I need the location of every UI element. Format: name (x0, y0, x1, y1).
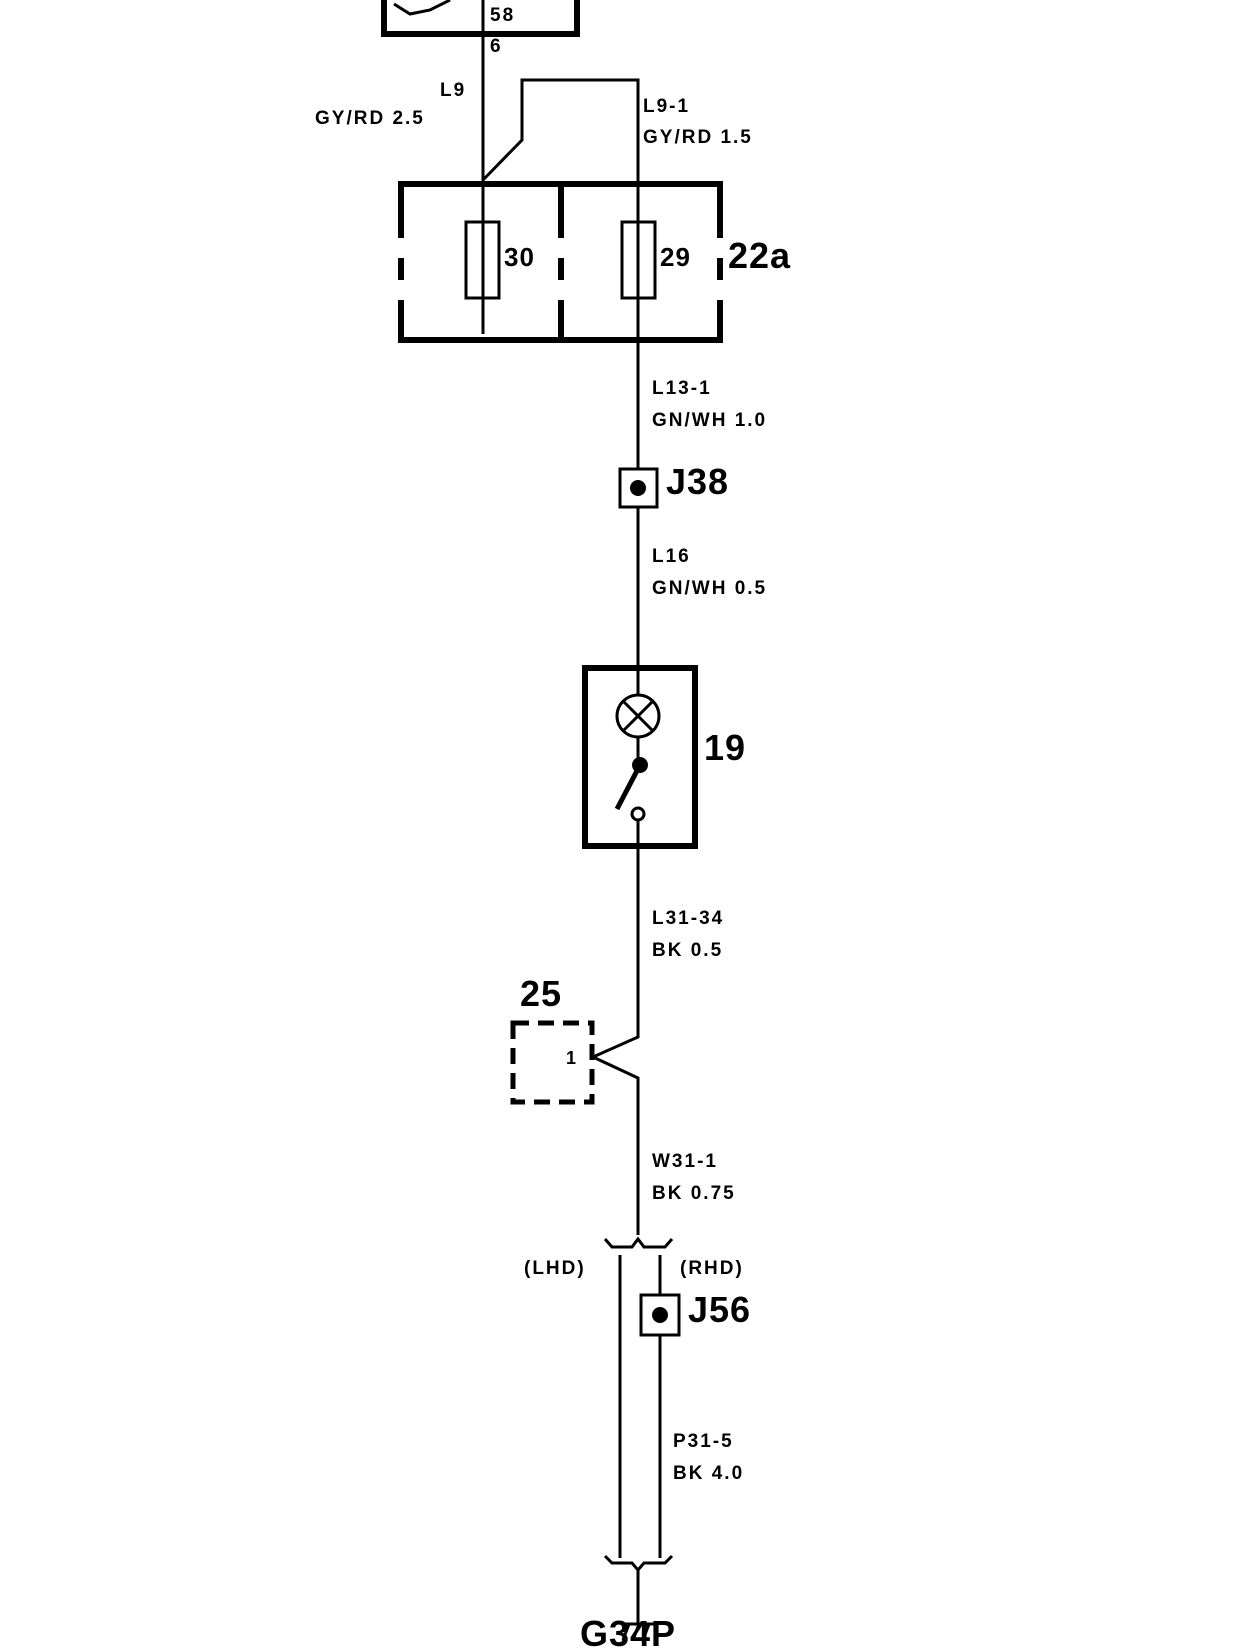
lamp-switch-19: 19 (582, 665, 746, 849)
variant-lhd-label: (LHD) (524, 1258, 586, 1279)
junction-j38-label: J38 (666, 461, 729, 502)
wire-l9-1-id: L9-1 (643, 96, 690, 117)
wire-l16-spec: GN/WH 0.5 (652, 578, 767, 599)
wire-l16-id: L16 (652, 546, 691, 567)
wire-p31-5-spec: BK 4.0 (673, 1463, 744, 1484)
ground-g34p: G34P (580, 1570, 676, 1648)
connector-25-id: 25 (520, 973, 562, 1014)
wire-l16: L16 GN/WH 0.5 (636, 507, 767, 668)
ground-id: G34P (580, 1613, 676, 1648)
lamp-icon (615, 693, 661, 739)
junction-j38: J38 (618, 461, 729, 509)
rhd-path: J56 (639, 1255, 751, 1558)
junction-j56-label: J56 (688, 1289, 751, 1330)
ground-icon (621, 1622, 657, 1641)
wire-l13-1: L13-1 GN/WH 1.0 (652, 378, 767, 431)
wire-l9-id: L9 (440, 80, 466, 101)
wire-w31-1-spec: BK 0.75 (652, 1183, 736, 1204)
wire-w31-1: W31-1 BK 0.75 (652, 1151, 736, 1204)
wire-l9-1: L9-1 GY/RD 1.5 (481, 78, 753, 483)
wire-l31-34-id: L31-34 (652, 908, 724, 929)
top-connector-pin-6: 6 (490, 36, 503, 57)
switch-icon (614, 757, 648, 822)
connector-25: 25 1 (510, 973, 595, 1105)
wire-l31-34-spec: BK 0.5 (652, 940, 723, 961)
wire-l13-1-id: L13-1 (652, 378, 712, 399)
wire-l9-1-spec: GY/RD 1.5 (643, 127, 753, 148)
variant-rhd-label: (RHD) (680, 1258, 744, 1279)
wire-l9-spec: GY/RD 2.5 (315, 108, 425, 129)
wire-l13-1-spec: GN/WH 1.0 (652, 410, 767, 431)
variant-brace-top: (LHD) (RHD) (524, 1236, 744, 1279)
wire-p31-5-id: P31-5 (673, 1431, 734, 1452)
fuse-29-label: 29 (660, 242, 691, 272)
wire-l31-34: L31-34 BK 0.5 (589, 846, 724, 1235)
lamp-switch-id: 19 (704, 727, 746, 768)
connector-25-pin: 1 (566, 1048, 578, 1068)
wire-w31-1-id: W31-1 (652, 1151, 718, 1172)
top-connector: 58 6 (381, 0, 580, 57)
variant-brace-bottom (603, 1554, 674, 1573)
fuse-box-id: 22a (728, 235, 791, 276)
fuse-box-22a: 30 29 22a (398, 181, 791, 343)
top-connector-pin-58: 58 (490, 5, 515, 26)
fuse-30-label: 30 (504, 242, 535, 272)
wire-p31-5: P31-5 BK 4.0 (673, 1431, 744, 1484)
